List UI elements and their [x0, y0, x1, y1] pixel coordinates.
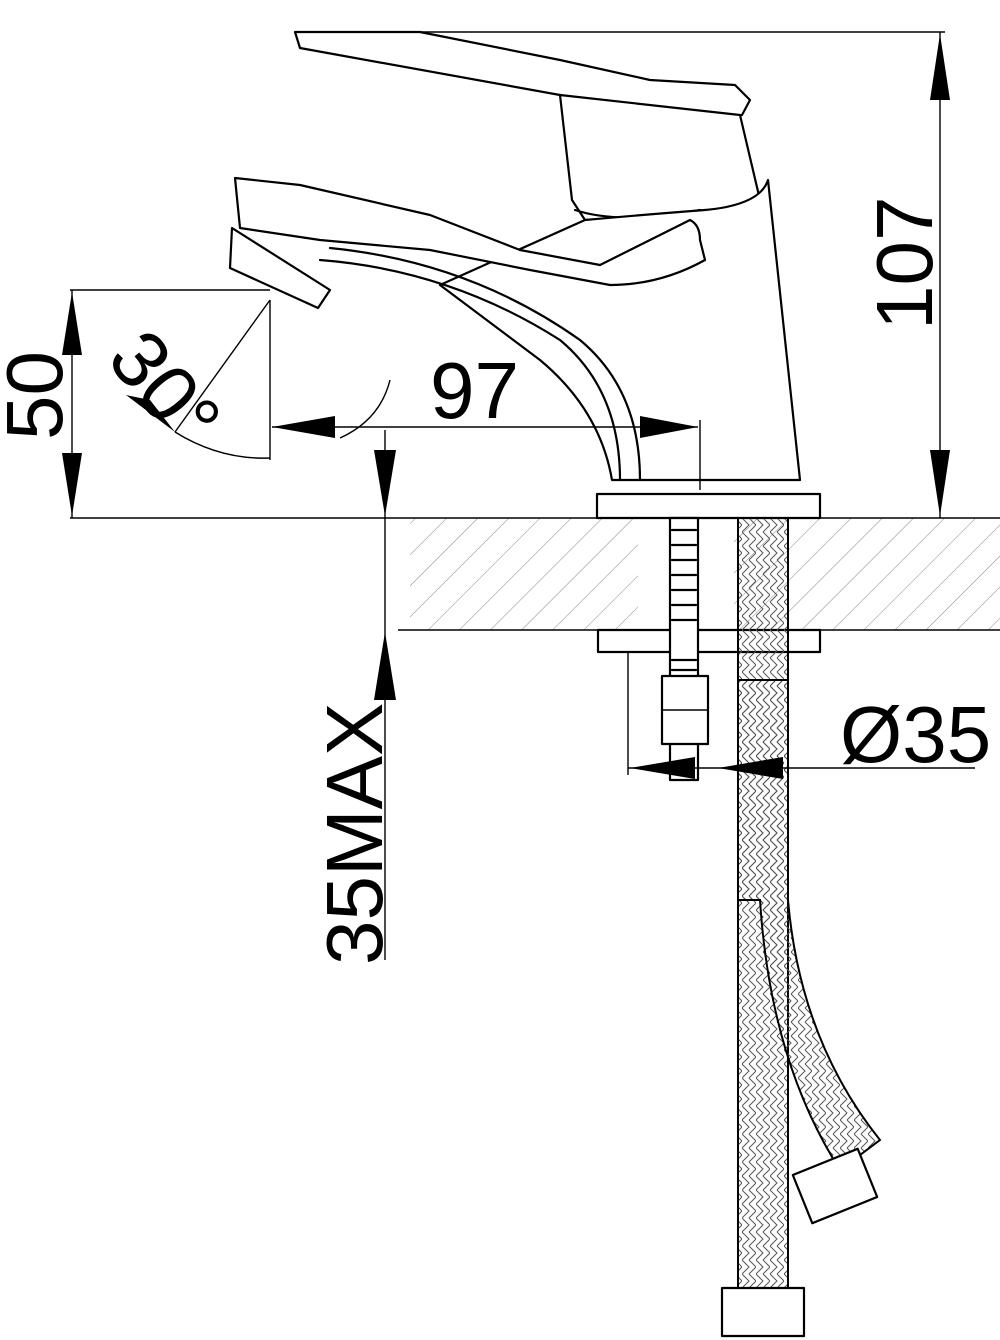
dim-mount-diameter: Ø35: [627, 652, 991, 779]
label-mount-diameter: Ø35: [840, 690, 991, 779]
base-flange: [595, 492, 822, 520]
dim-spout-angle: 30°: [92, 299, 391, 464]
dim-height-total: 107: [300, 31, 950, 518]
hose-nut-long: [720, 1286, 806, 1338]
handle-head: [558, 93, 762, 222]
dim-spout-reach: 97: [269, 300, 701, 490]
hose-nut-bent: [791, 1147, 879, 1225]
label-max-deck-thickness: 35MAX: [310, 703, 399, 965]
dim-max-deck-thickness: 35MAX: [310, 430, 399, 965]
dim-spout-height: 50: [0, 289, 270, 518]
label-height-total: 107: [860, 197, 949, 330]
mounting-hardware: [596, 516, 882, 1338]
faucet-body: [228, 30, 822, 520]
spout: [233, 176, 707, 287]
label-spout-height: 50: [0, 351, 79, 440]
countertop-section: [70, 517, 1000, 631]
spout-lower-curve: [318, 258, 622, 482]
aerator: [228, 226, 332, 310]
label-spout-angle: 30°: [92, 314, 238, 464]
label-spout-reach: 97: [430, 346, 519, 435]
upper-body: [438, 178, 802, 482]
